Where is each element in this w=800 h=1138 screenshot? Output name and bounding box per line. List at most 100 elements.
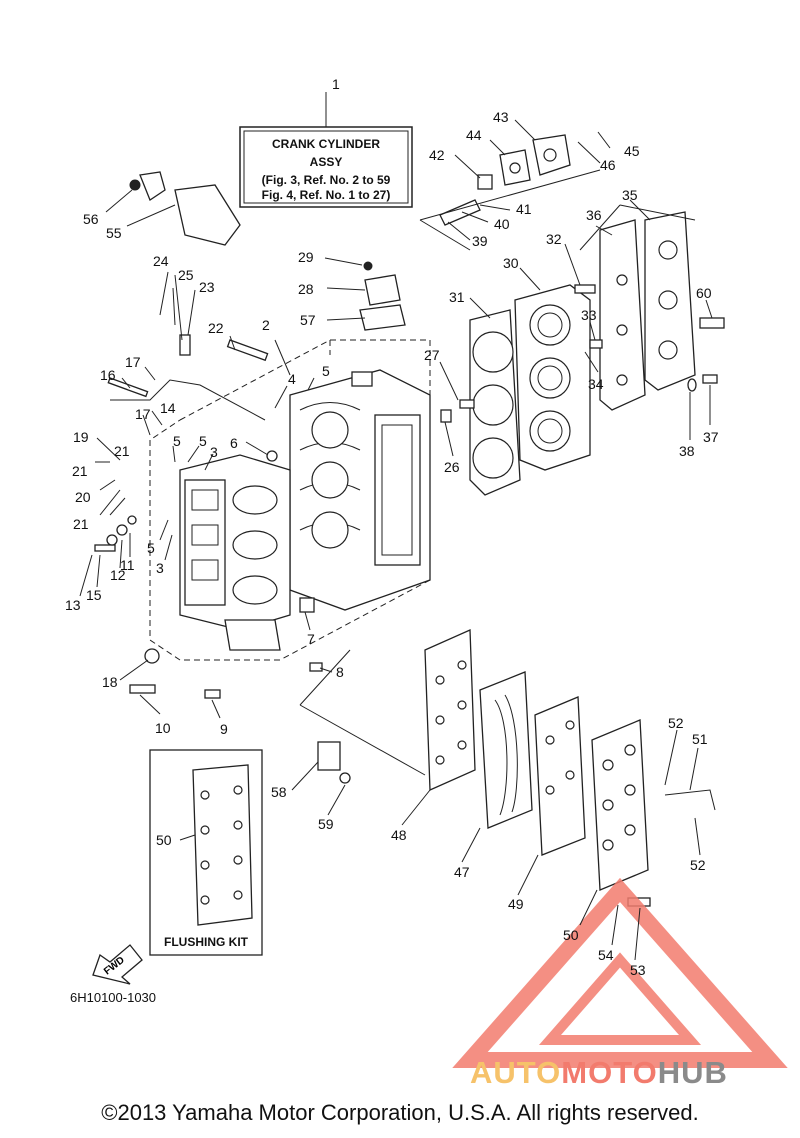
watermark-text: AUTOMOTOHUB [470, 1055, 728, 1091]
callout-9: 9 [220, 721, 228, 737]
fwd-arrow: FWD [92, 944, 143, 985]
callout-6: 6 [230, 435, 238, 451]
callout-19: 19 [73, 429, 89, 445]
title-line-2: ASSY [310, 155, 343, 169]
callout-3a: 3 [210, 444, 218, 460]
callout-49: 49 [508, 896, 524, 912]
callout-3b: 3 [156, 560, 164, 576]
title-line-4: Fig. 4, Ref. No. 1 to 27) [262, 188, 391, 202]
callout-21b: 21 [72, 463, 88, 479]
callout-32: 32 [546, 231, 562, 247]
title-box: CRANK CYLINDER ASSY (Fig. 3, Ref. No. 2 … [239, 92, 413, 208]
head-cover-gasket [599, 219, 646, 411]
exhaust-inner-plate [479, 671, 533, 829]
callout-55: 55 [106, 225, 122, 241]
callout-5b: 5 [173, 433, 181, 449]
callout-57: 57 [300, 312, 316, 328]
flushing-kit-box: FLUSHING KIT [149, 749, 263, 956]
watermark-triangle [452, 877, 788, 1068]
callout-21c: 21 [73, 516, 89, 532]
callout-28: 28 [298, 281, 314, 297]
copyright-footer: ©2013 Yamaha Motor Corporation, U.S.A. A… [101, 1100, 699, 1125]
callout-15: 15 [86, 587, 102, 603]
callout-42: 42 [429, 147, 445, 163]
callout-29: 29 [298, 249, 314, 265]
cylinder-head [514, 284, 591, 471]
callout-7: 7 [307, 631, 315, 647]
callout-45: 45 [624, 143, 640, 159]
callout-38: 38 [679, 443, 695, 459]
callout-5d: 5 [147, 540, 155, 556]
callout-5c: 5 [199, 433, 207, 449]
callout-17b: 17 [135, 406, 151, 422]
watermark-part-auto: AUTO [470, 1055, 562, 1090]
callout-22: 22 [208, 320, 224, 336]
callout-41: 41 [516, 201, 532, 217]
callout-33: 33 [581, 307, 597, 323]
callout-37: 37 [703, 429, 719, 445]
head-cover [579, 204, 696, 391]
callout-43: 43 [493, 109, 509, 125]
callout-39: 39 [472, 233, 488, 249]
callout-27: 27 [424, 347, 440, 363]
callout-1: 1 [332, 76, 340, 92]
callout-5a: 5 [322, 363, 330, 379]
callout-17a: 17 [125, 354, 141, 370]
callout-47: 47 [454, 864, 470, 880]
drawing-code: 6H10100-1030 [70, 990, 157, 1005]
flushing-kit-label: FLUSHING KIT [164, 935, 249, 949]
title-line-3: (Fig. 3, Ref. No. 2 to 59 [262, 173, 391, 187]
callout-18: 18 [102, 674, 118, 690]
callout-31: 31 [449, 289, 465, 305]
callout-20: 20 [75, 489, 91, 505]
bracket [129, 171, 241, 246]
callout-16: 16 [100, 367, 116, 383]
watermark-part-hub: HUB [657, 1055, 728, 1090]
callout-52a: 52 [668, 715, 684, 731]
callout-10: 10 [155, 720, 171, 736]
callout-59: 59 [318, 816, 334, 832]
callout-26: 26 [444, 459, 460, 475]
callout-4: 4 [288, 371, 296, 387]
callout-25: 25 [178, 267, 194, 283]
callout-36: 36 [586, 207, 602, 223]
callout-11: 11 [120, 557, 135, 573]
callout-34: 34 [588, 376, 604, 392]
callout-51: 51 [692, 731, 708, 747]
crankcase-block [289, 369, 431, 611]
callout-13: 13 [65, 597, 81, 613]
callout-8: 8 [336, 664, 344, 680]
callout-14: 14 [160, 400, 176, 416]
clamp [359, 261, 406, 331]
head-gasket [469, 309, 521, 496]
callout-labels: 1 2 3 3 4 5 5 5 5 6 7 8 9 10 11 12 13 14… [65, 76, 719, 978]
cylinder-half [179, 454, 291, 651]
callout-52b: 52 [690, 857, 706, 873]
leader-lines [79, 119, 713, 961]
callout-60: 60 [696, 285, 712, 301]
callout-35: 35 [622, 187, 638, 203]
exhaust-outer-cover [299, 649, 649, 891]
callout-24: 24 [153, 253, 169, 269]
callout-48: 48 [391, 827, 407, 843]
callout-50a: 50 [156, 832, 172, 848]
callout-30: 30 [503, 255, 519, 271]
callout-46: 46 [600, 157, 616, 173]
small-parts [94, 284, 725, 907]
callout-2: 2 [262, 317, 270, 333]
callout-54: 54 [598, 947, 614, 963]
thermostat-cover [419, 134, 601, 251]
callout-58: 58 [271, 784, 287, 800]
exhaust-gasket-outer [424, 629, 476, 791]
callout-40: 40 [494, 216, 510, 232]
exhaust-gasket-inner [534, 696, 586, 856]
callout-44: 44 [466, 127, 482, 143]
callout-12: 12 [110, 567, 126, 583]
assembly-outline [149, 339, 431, 661]
callout-56: 56 [83, 211, 99, 227]
callout-23: 23 [199, 279, 215, 295]
callout-50b: 50 [563, 927, 579, 943]
watermark-part-moto: MOTO [561, 1055, 658, 1090]
callout-21a: 21 [114, 443, 130, 459]
